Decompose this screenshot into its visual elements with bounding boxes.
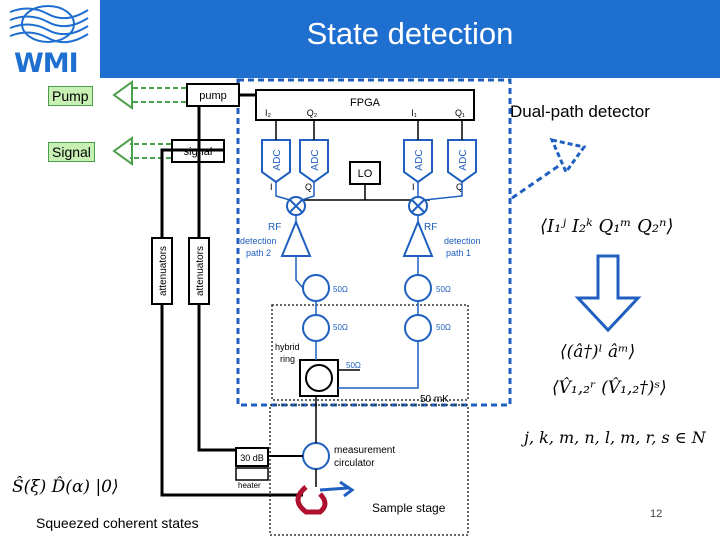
state-formula: Ŝ(ξ) D̂(α) |0⟩ xyxy=(12,477,119,497)
pump-tag: Pump xyxy=(48,86,93,106)
rf-right: RF xyxy=(424,222,437,233)
logo-text: WMI xyxy=(14,48,79,79)
big-down-arrow-icon xyxy=(574,254,642,333)
noise-moments-formula: ⟨V̂₁,₂ʳ (V̂₁,₂†)ˢ⟩ xyxy=(552,378,667,398)
iq-right-q: Q xyxy=(456,182,463,192)
iq-left-q: Q xyxy=(305,182,312,192)
ohm50-4: 50Ω xyxy=(436,323,451,332)
detector-dashed-arrow xyxy=(511,163,561,200)
signal-tag: Signal xyxy=(48,142,95,162)
adc-label-1: ADC xyxy=(272,149,283,170)
header-bar: State detection xyxy=(100,0,720,78)
attenuator-label-right: attenuators xyxy=(195,246,206,296)
amplifier-left xyxy=(280,219,312,257)
ohm50-5: 50Ω xyxy=(346,361,361,370)
ohm50-2: 50Ω xyxy=(436,285,451,294)
rf-left: RF xyxy=(268,222,281,233)
fpga-port-i1: I₁ xyxy=(411,108,417,118)
adc-label-3: ADC xyxy=(414,149,425,170)
db30-label: 30 dB xyxy=(240,453,264,463)
attenuator-right xyxy=(188,237,210,305)
page-number: 12 xyxy=(650,508,663,520)
detector-arrow-head xyxy=(549,137,587,176)
adc-wires xyxy=(275,120,463,140)
wmi-logo: WMI xyxy=(0,0,100,79)
fpga-port-q2: Q₂ xyxy=(307,108,318,118)
dual-path-label: Dual-path detector xyxy=(510,102,650,121)
field-moments-formula: ⟨(â†)ˡ âᵐ⟩ xyxy=(560,342,636,362)
sample-qubit-icon xyxy=(319,480,355,498)
heater-label: heater xyxy=(238,481,261,490)
moments-formula: ⟨I₁ʲ I₂ᵏ Q₁ᵐ Q₂ⁿ⟩ xyxy=(540,216,674,237)
adc-label-2: ADC xyxy=(310,149,321,170)
sample-stage-label: Sample stage xyxy=(372,501,446,515)
ohm50-3: 50Ω xyxy=(333,323,348,332)
signal-line xyxy=(160,148,303,497)
circulators xyxy=(302,274,432,470)
heater-box xyxy=(235,467,269,481)
lo-label: LO xyxy=(358,168,373,180)
adc-blocks xyxy=(261,139,477,184)
temp-label: 50 mK xyxy=(420,394,449,405)
sample-dashed-box-upper xyxy=(271,304,469,401)
adc-label-4: ADC xyxy=(458,149,469,170)
indices-formula: j, k, m, n, l, m, r, s ∈ N xyxy=(524,428,706,447)
attenuator-label-left: attenuators xyxy=(158,246,169,296)
attenuator-left xyxy=(151,237,173,305)
squeezed-label: Squeezed coherent states xyxy=(36,515,199,531)
sample-dashed-box-lower xyxy=(269,404,469,536)
iq-left-i: I xyxy=(270,182,273,192)
fpga-port-q1: Q₁ xyxy=(455,108,465,118)
fpga-label: FPGA xyxy=(350,97,381,109)
fpga-port-i2: I₂ xyxy=(265,108,272,118)
sample-magnet-icon xyxy=(295,485,328,515)
page-title: State detection xyxy=(306,16,514,51)
pump-arrow xyxy=(112,80,186,110)
pump-down-line xyxy=(197,106,237,452)
lo-wires xyxy=(300,184,430,201)
iq-right-i: I xyxy=(412,182,415,192)
signal-arrow xyxy=(112,136,171,166)
adc-mixer-wires xyxy=(275,182,463,201)
logo-waves-icon xyxy=(9,5,89,44)
ohm50-1: 50Ω xyxy=(333,285,348,294)
fpga-box xyxy=(255,89,475,121)
pump-box-label: pump xyxy=(199,90,227,102)
